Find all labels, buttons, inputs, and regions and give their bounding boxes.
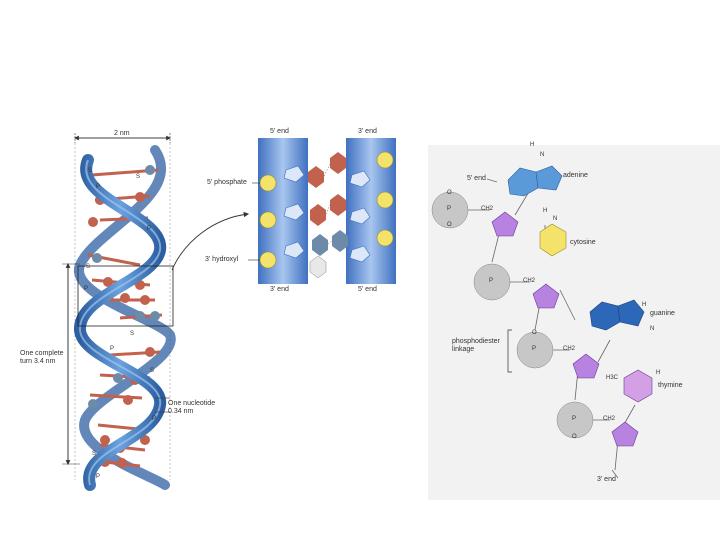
helix-zoom-box xyxy=(77,265,174,327)
helix-base-beads xyxy=(88,165,160,468)
chain-five-end-label: 5' end xyxy=(467,175,486,182)
phosphodiester-bracket xyxy=(507,329,512,373)
sugar-letter: S xyxy=(92,451,96,457)
chain-base-guanine xyxy=(589,299,645,331)
chain-base-adenine xyxy=(507,165,563,197)
chain-linkage-label: phosphodiester linkage xyxy=(452,338,500,353)
atom-n-adenine: N xyxy=(540,152,545,158)
phosphate-letter: P xyxy=(152,416,156,422)
atom-n-guanine: N xyxy=(650,326,655,332)
sugar-letter: S xyxy=(130,331,134,337)
atom-h-thymine: H xyxy=(656,370,661,376)
phosphate-letter: P xyxy=(96,474,100,480)
atom-n-cytosine: N xyxy=(553,216,558,222)
atom-h-adenine: H xyxy=(530,142,535,148)
atom-o-4: O xyxy=(572,434,577,440)
helix-nucleotide-label: One nucleotide 0.34 nm xyxy=(168,400,216,415)
atom-p-1: P xyxy=(447,206,452,212)
ladder-top-right-label: 3' end xyxy=(358,128,377,135)
atom-ch2-4: CH2 xyxy=(603,416,616,422)
sugar-letter: S xyxy=(136,174,140,180)
chain-guanine-label: guanine xyxy=(650,310,675,317)
helix-back-strand xyxy=(74,145,176,490)
atom-o-2: O xyxy=(447,222,452,228)
ladder-bottom-right-label: 5' end xyxy=(358,286,377,293)
atom-ch2-3: CH2 xyxy=(563,346,576,352)
nucleotide-chain xyxy=(428,145,720,500)
chain-thymine-label: thymine xyxy=(658,382,683,389)
ladder-bottom-left-label: 3' end xyxy=(270,286,289,293)
chain-base-cytosine xyxy=(539,223,567,257)
chain-phosphates xyxy=(431,191,594,439)
ladder-top-left-label: 5' end xyxy=(270,128,289,135)
atom-o-3: O xyxy=(532,330,537,336)
helix-width-label: 2 nm xyxy=(114,130,130,137)
ladder-left-phosphates xyxy=(259,174,277,269)
ladder-hydroxyl-label: 3' hydroxyl xyxy=(205,256,239,263)
ladder-diagram xyxy=(248,138,396,284)
atom-p-4: P xyxy=(572,416,577,422)
atom-h-guanine: H xyxy=(642,302,647,308)
ladder-phosphate-label: 5' phosphate xyxy=(207,179,247,186)
phosphate-letter: P xyxy=(96,184,100,190)
sugar-letter: S xyxy=(88,168,92,174)
ladder-bases xyxy=(308,152,348,279)
atom-o-1: O xyxy=(447,190,452,196)
sugar-letter: S xyxy=(86,264,90,270)
chain-three-end-label: 3' end xyxy=(597,476,616,483)
atom-p-3: P xyxy=(532,346,537,352)
chain-adenine-label: adenine xyxy=(563,172,588,179)
double-helix: S P S P S P S P S P S P xyxy=(62,133,176,491)
chain-cytosine-label: cytosine xyxy=(570,239,596,246)
atom-ch2-2: CH2 xyxy=(523,278,536,284)
zoom-arrow xyxy=(171,211,250,271)
sugar-letter: S xyxy=(150,368,154,374)
phosphate-letter: P xyxy=(84,286,88,292)
helix-turn-label: One complete turn 3.4 nm xyxy=(20,350,64,365)
atom-h3c-thymine: H3C xyxy=(606,375,619,381)
atom-h-cytosine: H xyxy=(543,208,548,214)
phosphate-letter: P xyxy=(110,346,114,352)
atom-ch2-1: CH2 xyxy=(481,206,494,212)
ladder-sugars xyxy=(283,165,371,263)
helix-strand-letters: S P S P S P S P S P S P xyxy=(84,168,156,480)
chain-sugars xyxy=(491,211,639,447)
phosphate-letter: P xyxy=(147,226,151,232)
chain-page-background xyxy=(428,145,720,500)
atom-p-2: P xyxy=(489,278,494,284)
chain-base-thymine xyxy=(623,369,653,403)
ladder-right-phosphates xyxy=(376,151,394,247)
